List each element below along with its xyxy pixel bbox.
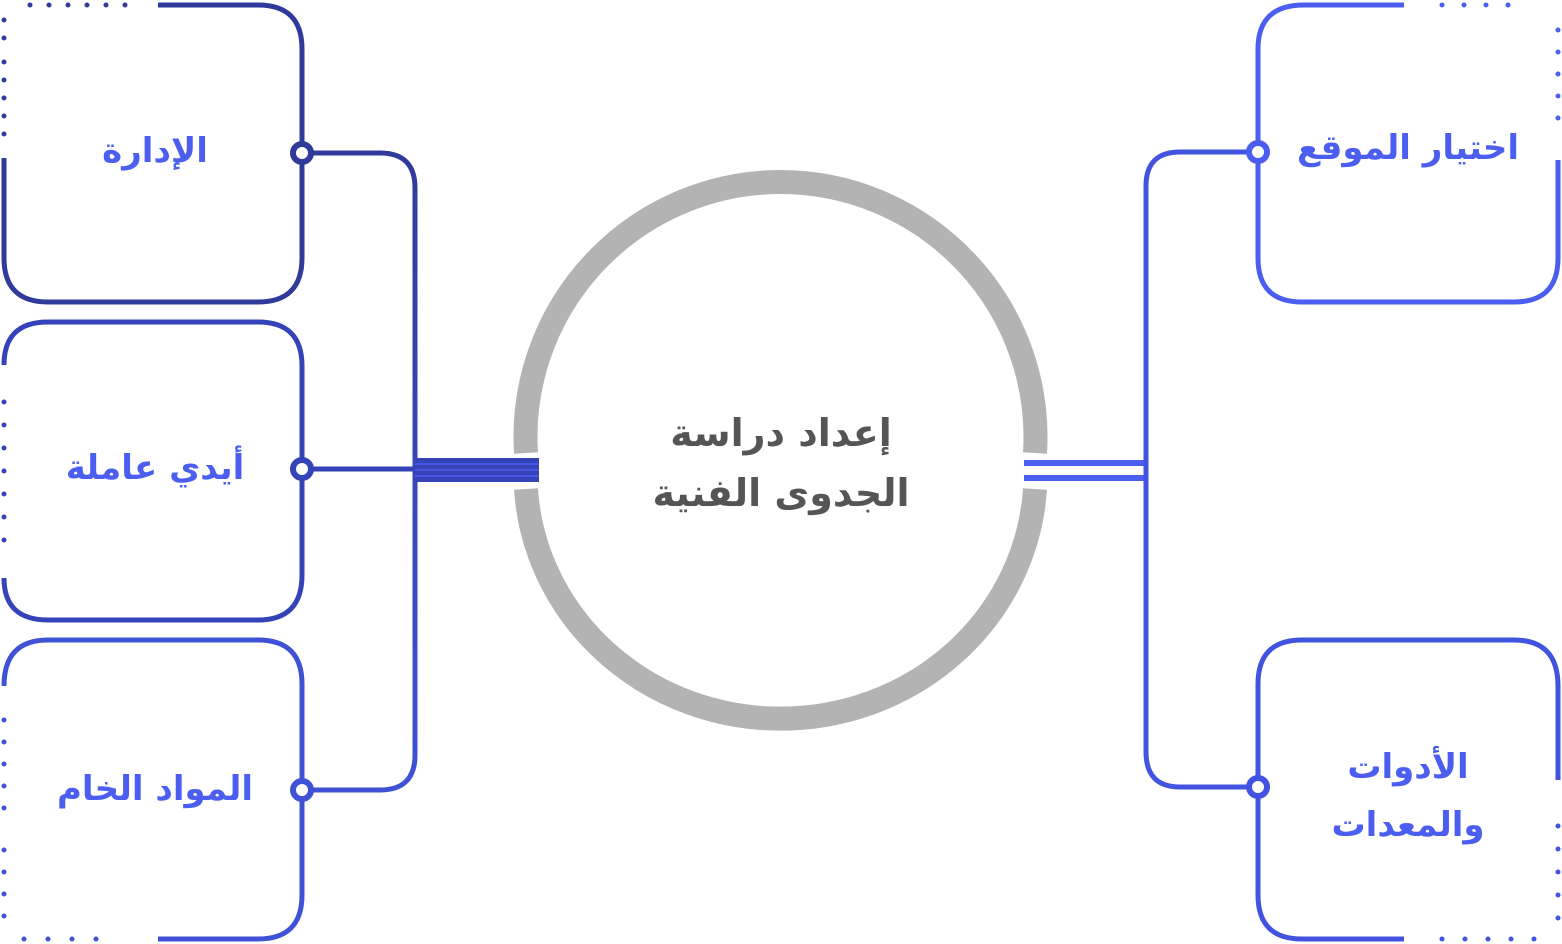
left-node-1-label: الإدارة <box>102 131 208 171</box>
right-node-2-box <box>1255 637 1561 942</box>
right-node-1-port <box>1246 140 1270 164</box>
left-node-1-port <box>290 141 314 165</box>
left-node-3-port <box>290 778 314 802</box>
right-node-2-label-line-2: والمعدات <box>1332 805 1485 845</box>
left-connectors <box>302 150 539 793</box>
left-node-2-port <box>290 457 314 481</box>
right-node-2-port <box>1246 775 1270 799</box>
left-node-2-label: أيدي عاملة <box>66 445 245 488</box>
center-title-line-2: الجدوى الفنية <box>652 471 909 516</box>
center-title-line-1: إعداد دراسة <box>670 411 892 456</box>
center-ring <box>513 170 1048 731</box>
left-node-3-box <box>1 637 305 942</box>
right-connectors <box>1024 149 1258 790</box>
right-node-1-label: اختيار الموقع <box>1297 128 1519 168</box>
left-node-3-label: المواد الخام <box>57 769 253 809</box>
right-node-1-box <box>1255 2 1561 305</box>
right-node-2-label-line-1: الأدوات <box>1347 745 1468 787</box>
left-node-1-box <box>1 2 305 305</box>
